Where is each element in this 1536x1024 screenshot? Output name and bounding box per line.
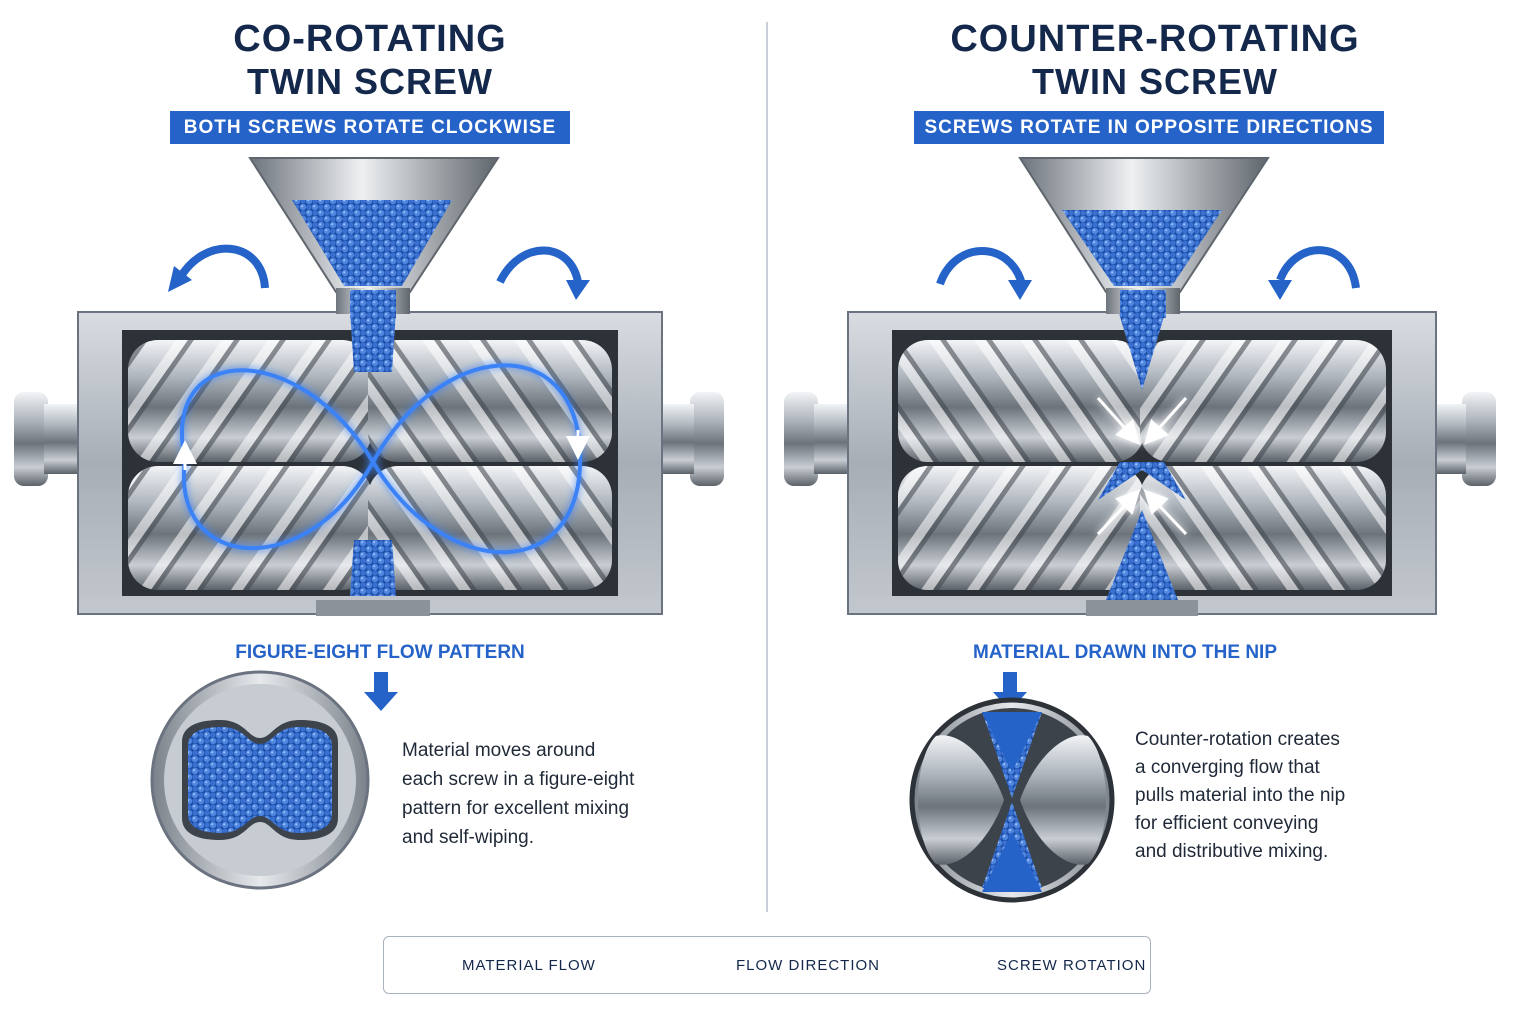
left-title-line1: CO-ROTATING (233, 18, 507, 60)
right-title-line1: COUNTER-ROTATING (950, 18, 1360, 60)
right-caption: MATERIAL DRAWN INTO THE NIP (973, 642, 1277, 663)
hopper-icon (1018, 157, 1270, 318)
right-description-line: Counter-rotation creates (1135, 729, 1340, 750)
legend (383, 936, 1151, 994)
right-title-line2: TWIN SCREW (1032, 61, 1278, 102)
legend-flow-direction: FLOW DIRECTION (736, 957, 880, 974)
legend-material-flow: MATERIAL FLOW (462, 957, 596, 974)
right-description-line: and distributive mixing. (1135, 841, 1329, 862)
right-extruder (784, 157, 1496, 616)
left-description: Material moves around each screw in a fi… (402, 736, 702, 852)
left-title-line2: TWIN SCREW (247, 61, 493, 102)
cross-section-counter-rotating (909, 697, 1115, 903)
arrow-down-icon (364, 672, 398, 711)
left-description-line: and self-wiping. (402, 827, 535, 848)
right-description: Counter-rotation creates a converging fl… (1135, 726, 1435, 866)
left-description-line: Material moves around (402, 740, 596, 761)
panel-divider (766, 22, 768, 912)
cross-section-co-rotating (150, 670, 370, 890)
converging-flow-arrows (1096, 396, 1188, 536)
left-description-line: pattern for excellent mixing (402, 798, 630, 819)
right-description-line: a converging flow that (1135, 757, 1320, 778)
left-caption: FIGURE-EIGHT FLOW PATTERN (235, 642, 525, 663)
right-description-line: pulls material into the nip (1135, 785, 1346, 806)
right-banner: SCREWS ROTATE IN OPPOSITE DIRECTIONS (914, 111, 1384, 144)
hopper-icon (248, 157, 500, 318)
right-end-cap (690, 392, 724, 486)
left-end-cap (14, 392, 48, 486)
left-description-line: each screw in a figure-eight (402, 769, 635, 790)
legend-screw-rotation: SCREW ROTATION (997, 957, 1147, 974)
rotation-arrow-icon (936, 247, 1026, 286)
right-description-line: for efficient conveying (1135, 813, 1319, 834)
rotation-arrow-icon (1276, 246, 1360, 289)
left-banner: BOTH SCREWS ROTATE CLOCKWISE (170, 111, 570, 144)
rotation-arrow-icon (496, 246, 582, 284)
rotation-arrow-icon (176, 244, 269, 289)
left-extruder (14, 157, 724, 616)
